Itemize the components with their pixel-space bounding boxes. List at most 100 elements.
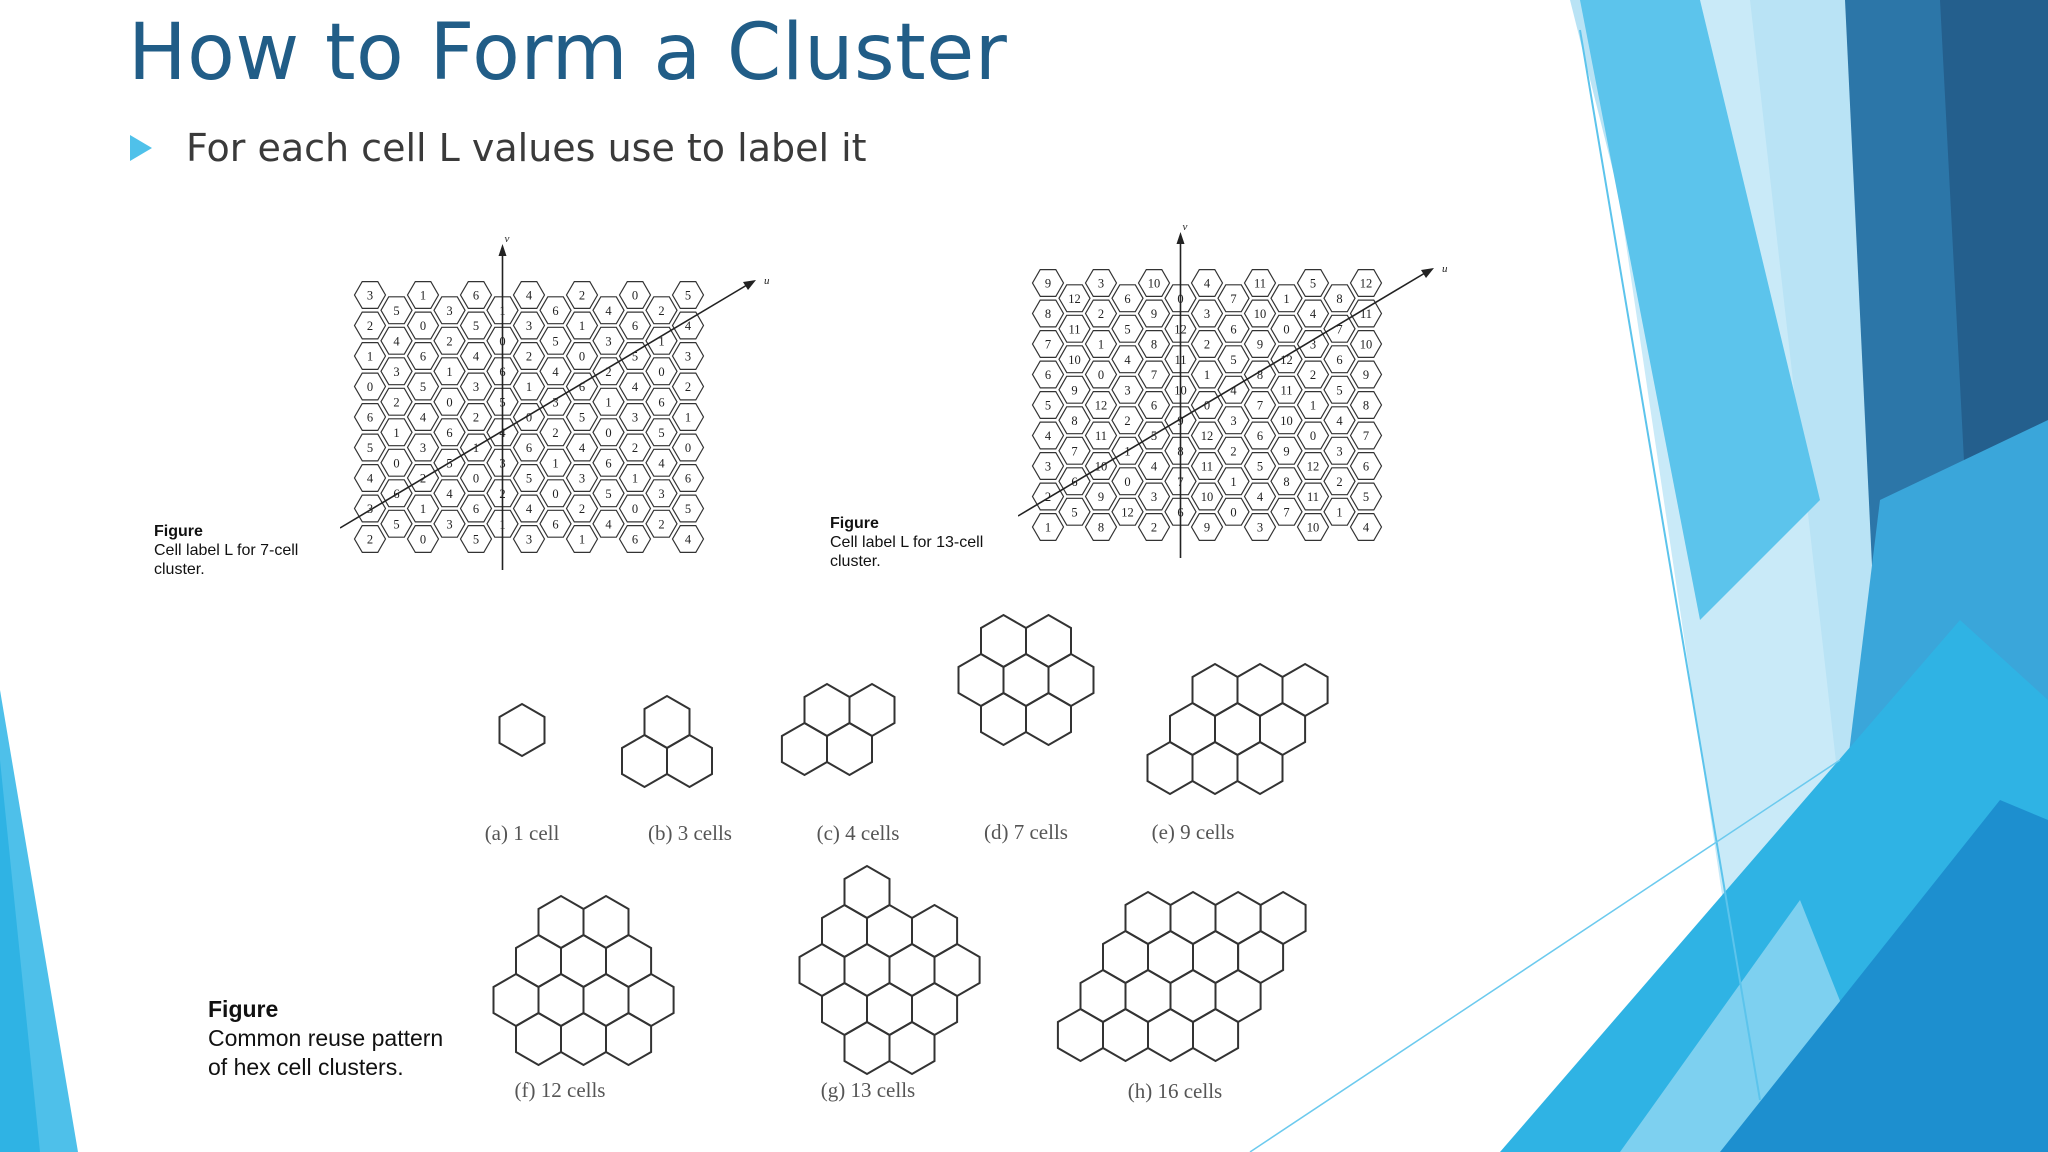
grid7-hex-cell bbox=[565, 311, 599, 340]
grid13-hex-cell bbox=[1243, 513, 1277, 541]
grid7-hex-cell bbox=[671, 464, 705, 492]
grid7-cell-label: 0 bbox=[579, 350, 585, 364]
reuse-pattern-label: (b) 3 cells bbox=[648, 821, 732, 845]
grid13-hex-cell bbox=[1111, 406, 1144, 435]
grid7-cell-label: 6 bbox=[473, 502, 479, 516]
reuse-hex-cell bbox=[582, 894, 630, 950]
grid7-hex-cell bbox=[406, 280, 440, 310]
grid7-cell-label: 4 bbox=[685, 319, 692, 333]
grid13-cell-label: 4 bbox=[1363, 521, 1370, 535]
grid7-hex-cell bbox=[618, 341, 652, 370]
reuse-hex-cell bbox=[866, 903, 913, 959]
grid13-cell-label: 3 bbox=[1124, 383, 1130, 397]
grid13-cell-label: 3 bbox=[1310, 338, 1316, 352]
grid7-hex-cell bbox=[645, 326, 678, 355]
grid13-cell-label: 11 bbox=[1068, 322, 1080, 336]
grid13-hex-cell bbox=[1111, 314, 1144, 343]
grid7-hex-cell bbox=[433, 418, 466, 447]
grid7-cell-label: 2 bbox=[579, 502, 585, 516]
grid7-hex-cell bbox=[459, 280, 493, 310]
grid13-cell-label: 7 bbox=[1151, 368, 1157, 382]
grid7-cell-label: 0 bbox=[473, 472, 479, 486]
grid13-cell-label: 9 bbox=[1098, 490, 1104, 504]
grid7-cell-label: 0 bbox=[446, 395, 452, 409]
reuse-hex-cell bbox=[605, 933, 653, 989]
grid13-hex-cell bbox=[1031, 268, 1065, 298]
grid7-hex-cell bbox=[512, 433, 546, 462]
grid7-cell-label: 5 bbox=[420, 380, 426, 394]
grid13-hex-cell bbox=[1137, 360, 1171, 389]
grid13-cell-label: 11 bbox=[1201, 460, 1213, 474]
grid13-hex-cell bbox=[1137, 391, 1171, 419]
grid13-cell-label: 5 bbox=[1124, 322, 1130, 336]
grid13-cell-label: 4 bbox=[1230, 383, 1237, 397]
reuse-pattern-label: (a) 1 cell bbox=[485, 821, 560, 845]
grid13-cell-label: 7 bbox=[1045, 338, 1051, 352]
grid13-cell-label: 7 bbox=[1071, 444, 1077, 458]
grid13-hex-cell bbox=[1058, 284, 1091, 313]
grid7-cell-label: 4 bbox=[579, 441, 586, 455]
grid13-hex-cell bbox=[1058, 467, 1091, 496]
grid7-hex-cell bbox=[645, 296, 678, 325]
figure-13-cell-caption-text: Cell label L for 13-cell cluster. bbox=[830, 534, 984, 570]
grid13-hex-cell bbox=[1217, 467, 1250, 496]
grid7-v-axis-arrow-icon bbox=[498, 244, 507, 256]
grid13-cell-label: 3 bbox=[1098, 277, 1104, 291]
reuse-hex-cell bbox=[1236, 662, 1284, 718]
grid13-hex-cell bbox=[1349, 513, 1383, 541]
grid7-cell-label: 3 bbox=[367, 289, 373, 303]
grid13-cell-label: 10 bbox=[1280, 414, 1293, 428]
grid13-cell-label: 7 bbox=[1257, 399, 1263, 413]
grid7-hex-cell bbox=[406, 403, 440, 431]
grid7-cell-label: 6 bbox=[632, 533, 638, 547]
grid13-hex-cell bbox=[1031, 391, 1065, 419]
grid13-cell-label: 11 bbox=[1280, 383, 1292, 397]
grid13-cell-label: 5 bbox=[1230, 353, 1236, 367]
reuse-hex-cell bbox=[1169, 968, 1217, 1024]
grid7-cell-label: 2 bbox=[632, 441, 638, 455]
reuse-pattern-h: (h) 16 cells bbox=[1056, 890, 1307, 1103]
grid13-hex-cell bbox=[1190, 421, 1224, 450]
grid13-hex-cell bbox=[1270, 314, 1303, 343]
grid13-cell-label: 8 bbox=[1336, 292, 1342, 306]
grid7-cell-label: 0 bbox=[605, 426, 611, 440]
reuse-hex-cell bbox=[1002, 652, 1050, 708]
grid7-hex-cell bbox=[459, 494, 493, 523]
grid13-cell-label: 9 bbox=[1045, 277, 1051, 291]
grid13-hex-cell bbox=[1270, 436, 1303, 465]
grid7-cell-label: 2 bbox=[393, 395, 399, 409]
grid7-hex-cell bbox=[353, 311, 387, 340]
grid13-cell-label: 5 bbox=[1151, 429, 1157, 443]
reuse-hex-cell bbox=[1259, 890, 1307, 946]
reuse-hex-cell bbox=[803, 682, 851, 738]
reuse-hex-cell bbox=[537, 972, 585, 1028]
reuse-hex-cell bbox=[1191, 662, 1239, 718]
reuse-hex-cell bbox=[957, 652, 1005, 708]
grid13-hex-cell bbox=[1031, 299, 1065, 328]
grid13-hex-cell bbox=[1031, 421, 1065, 450]
grid13-cell-label: 2 bbox=[1045, 490, 1051, 504]
grid13-hex-cell bbox=[1349, 360, 1383, 389]
grid13-cell-label: 10 bbox=[1148, 277, 1161, 291]
grid13-u-axis-label: u bbox=[1442, 263, 1448, 275]
grid13-hex-cell bbox=[1323, 284, 1356, 313]
grid7-hex-cell bbox=[353, 341, 387, 370]
grid7-cell-label: 3 bbox=[367, 502, 373, 516]
grid7-hex-cell bbox=[592, 448, 625, 477]
reuse-hex-cell bbox=[888, 1020, 936, 1076]
grid13-cell-label: 8 bbox=[1363, 399, 1369, 413]
grid7-cell-label: 6 bbox=[605, 456, 611, 470]
reuse-hex-cell bbox=[888, 942, 936, 998]
figure-13-cell-caption-title: Figure bbox=[830, 515, 879, 532]
figure-7-cell-caption-title: Figure bbox=[154, 523, 203, 540]
grid13-cell-label: 12 bbox=[1307, 460, 1320, 474]
grid13-hex-cell bbox=[1243, 482, 1277, 511]
grid13-v-axis-arrow-icon bbox=[1176, 232, 1185, 244]
reuse-hex-cell bbox=[980, 691, 1027, 747]
grid7-cell-label: 3 bbox=[393, 365, 399, 379]
grid7-cell-label: 3 bbox=[446, 304, 452, 318]
grid13-cell-label: 3 bbox=[1151, 490, 1157, 504]
grid13-hex-cell bbox=[1270, 406, 1303, 435]
reuse-pattern-label: (h) 16 cells bbox=[1128, 1079, 1222, 1103]
grid13-cell-label: 11 bbox=[1307, 490, 1319, 504]
